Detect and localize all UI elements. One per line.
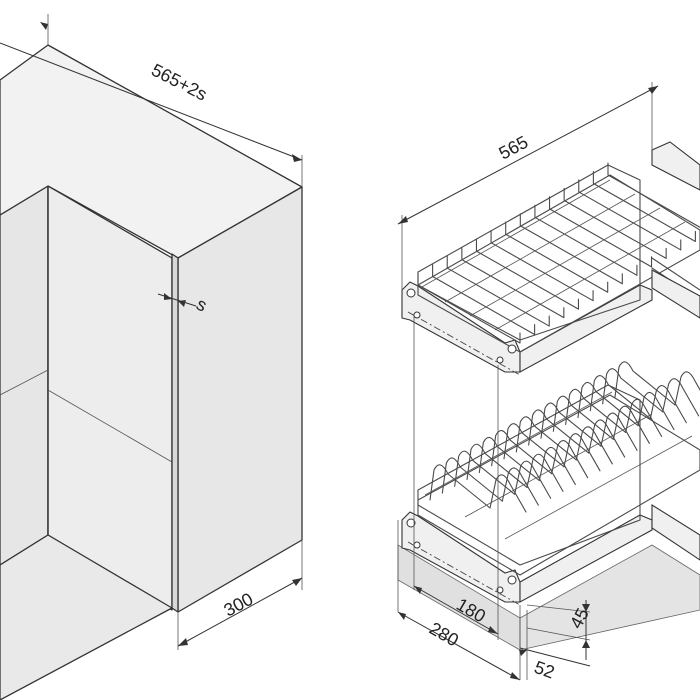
dim-label-280: 280 xyxy=(426,618,462,650)
dim-rack-depth: 565 xyxy=(397,82,659,290)
dim-rail-offset: 52 xyxy=(519,647,591,683)
corner-wire-rack-assembly: 565 180 280 45 xyxy=(397,82,700,683)
cabinet-side-edge xyxy=(171,253,179,613)
cabinet-inner-back-wall xyxy=(0,185,49,566)
corner-cabinet: 565+2s s 300 xyxy=(0,14,303,700)
dim-label-52: 52 xyxy=(532,657,558,683)
cabinet-side-panel xyxy=(177,186,303,613)
dim-label-300: 300 xyxy=(220,589,256,621)
cabinet-floor xyxy=(0,534,173,700)
dim-label-565-2s: 565+2s xyxy=(148,60,210,105)
upper-wire-rack xyxy=(401,141,700,376)
lower-wire-rack xyxy=(397,361,700,651)
dim-label-565: 565 xyxy=(495,132,531,164)
